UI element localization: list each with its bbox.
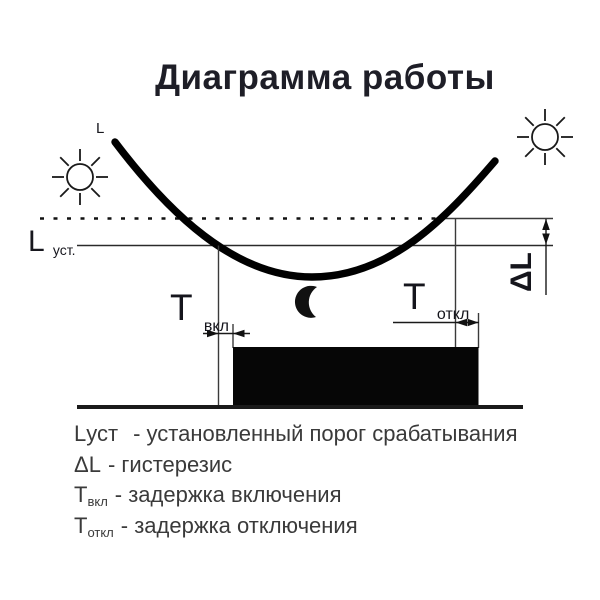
hysteresis-arrow-down-icon <box>542 233 550 245</box>
legend-term-sub: откл <box>87 524 114 540</box>
moon-icon <box>294 285 317 318</box>
legend-item-hysteresis: ΔL- гистерезис <box>74 451 517 482</box>
legend-desc: - задержка отключения <box>120 512 358 538</box>
t-on-arrow-right-icon <box>207 329 219 338</box>
legend-term-sub: вкл <box>87 494 108 509</box>
sun-icon <box>52 149 108 205</box>
legend-term: Lуст <box>74 421 119 446</box>
t-off-arrow-right-icon <box>467 318 479 327</box>
legend-item-t-on: Твкл - задержка включения <box>74 481 517 512</box>
t-off-arrow-left-icon <box>455 318 467 327</box>
t-on-arrow-left-icon <box>233 329 245 338</box>
hysteresis-label: ΔL <box>505 252 538 292</box>
legend-desc: - задержка включения <box>114 482 342 507</box>
legend-item-lust: Lуст - установленный порог срабатывания <box>74 420 517 451</box>
light-level-curve <box>111 138 499 281</box>
t-on-label: Т вкл <box>170 287 229 335</box>
legend-desc: - установленный порог срабатывания <box>133 421 518 446</box>
legend-term: Т <box>74 512 88 538</box>
legend-desc: - гистерезис <box>107 451 233 477</box>
curve-label: L <box>96 120 104 137</box>
output-on-bar <box>233 347 479 405</box>
page-title: Диаграмма работы <box>155 58 495 97</box>
set-threshold-label: L уст. <box>28 225 76 258</box>
legend-term: ΔL <box>74 451 101 477</box>
t-off-label: Т откл <box>403 276 469 323</box>
legend: Lуст - установленный порог срабатывания Δ… <box>74 420 517 542</box>
hysteresis-arrow-up-icon <box>542 219 550 230</box>
legend-term: Т <box>74 482 88 507</box>
sun-icon <box>517 109 573 165</box>
legend-item-t-off: Тоткл - задержка отключения <box>74 512 517 543</box>
